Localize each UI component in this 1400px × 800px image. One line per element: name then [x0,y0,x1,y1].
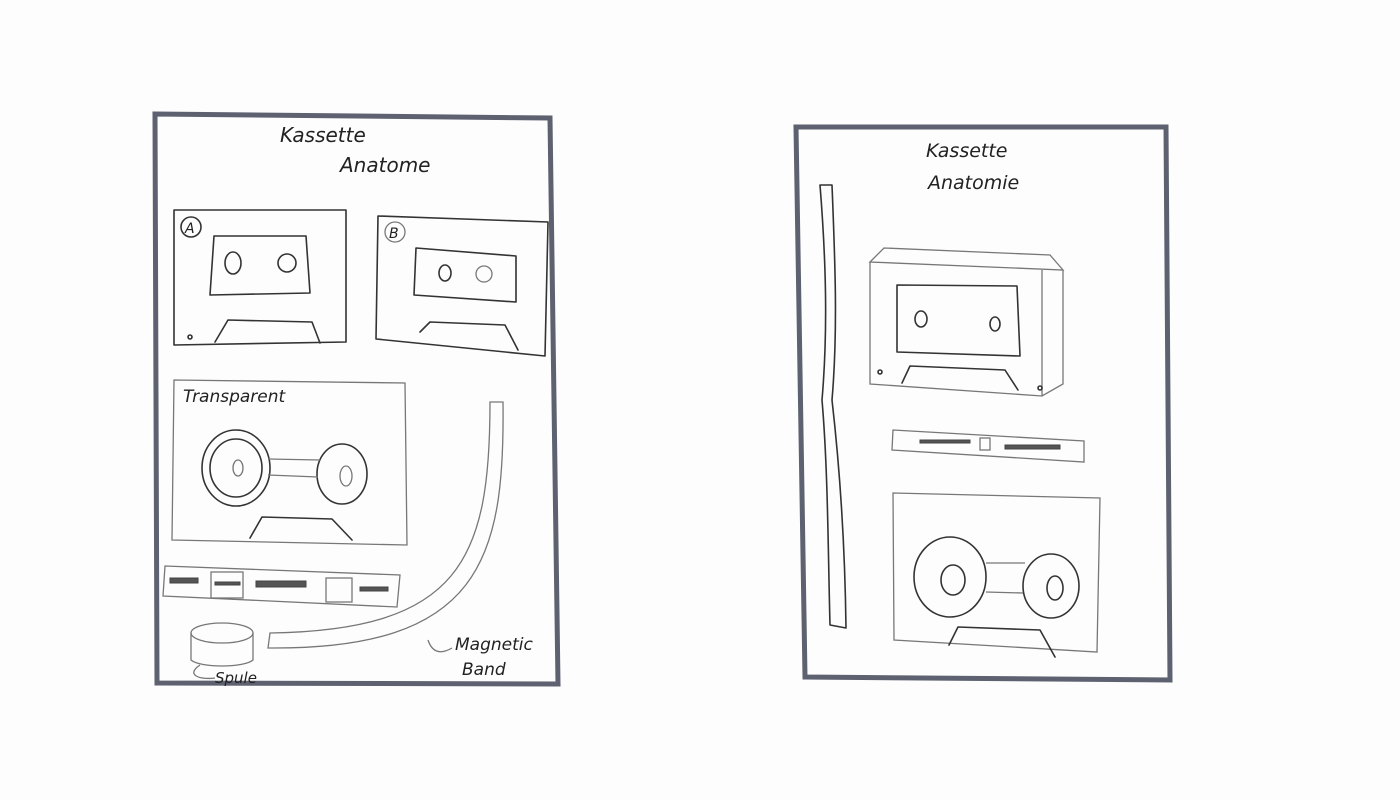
left-sheet: Kassette Anatome A B Transparent [152,111,561,687]
left-sheet-frame [152,111,561,687]
left-title-line2: Anatome [338,153,430,177]
exploded-strip-sketch [162,565,401,608]
left-title-line1: Kassette [280,123,366,147]
cassette-b-label: B [389,226,399,242]
right-sheet: Kassette Anatomie [793,124,1173,683]
transparent-label: Transparent [183,387,287,407]
exploded-strip-sketch-right [891,429,1085,463]
transparent-cassette-sketch: Transparent [171,379,408,546]
magnetic-band-sketch: Magnetic Band [267,401,533,680]
cassette-a-sketch: A [173,209,347,346]
tape-strip-sketch [819,184,847,629]
cassette-a-label: A [184,221,195,237]
right-title-line1: Kassette [926,140,1008,162]
magnetic-label-line1: Magnetic [455,635,533,655]
transparent-cassette-sketch-right [892,492,1101,658]
cassette-3d-sketch [868,247,1065,397]
spool-label: Spule [215,669,257,687]
cassette-b-sketch: B [375,215,549,357]
magnetic-label-line2: Band [462,660,506,680]
right-sheet-frame [793,124,1173,683]
spool-sketch: Spule [190,622,257,687]
right-title-line2: Anatomie [926,172,1019,194]
